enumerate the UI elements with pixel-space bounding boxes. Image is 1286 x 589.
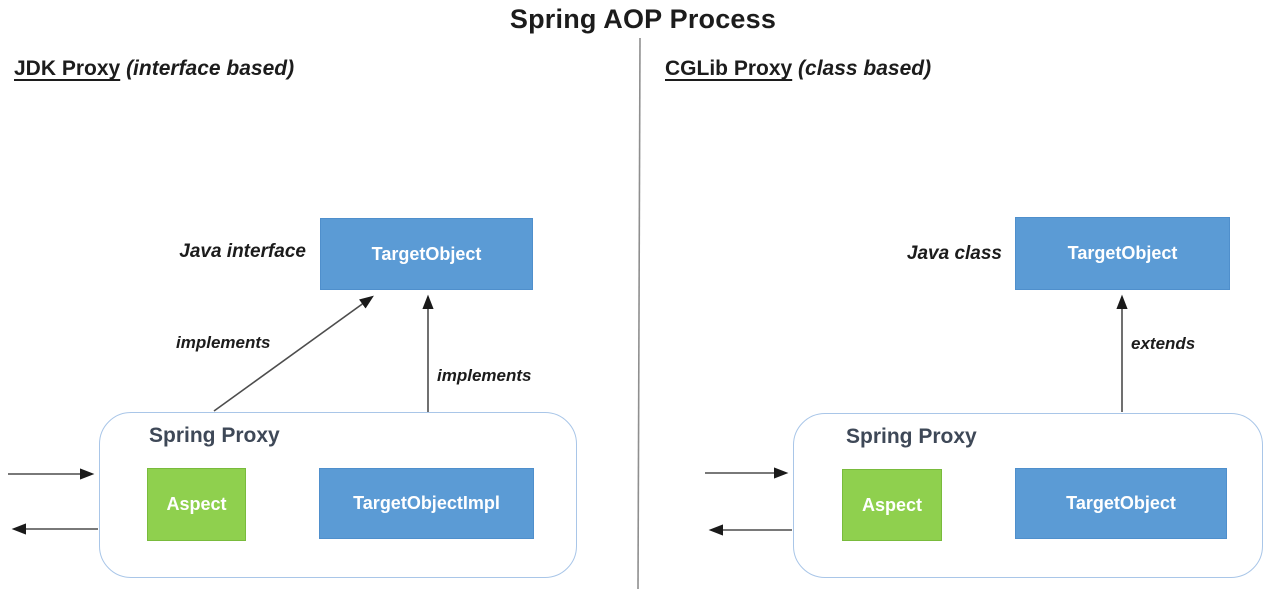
java-class-label: Java class (906, 243, 1002, 264)
diagram-title: Spring AOP Process (509, 4, 777, 34)
jdk-proxy-heading: JDK Proxy (interface based) (14, 57, 294, 81)
java-interface-label: Java interface (179, 241, 306, 262)
left-implements-diagonal-label: implements (176, 333, 271, 352)
left-implements-diagonal-arrow (213, 295, 374, 412)
left-implements-vertical-label: implements (437, 366, 532, 385)
left-target-object-impl-box: TargetObjectImpl (319, 468, 534, 539)
right-target-object-inner-box: TargetObject (1015, 468, 1227, 539)
left-target-object-box: TargetObject (320, 218, 533, 290)
right-target-object-box: TargetObject (1015, 217, 1230, 290)
center-divider (637, 37, 641, 589)
right-aspect-box: Aspect (842, 469, 942, 541)
right-aspect-label: Aspect (861, 494, 923, 515)
jdk-proxy-heading-main: JDK Proxy (14, 57, 121, 80)
left-aspect-label: Aspect (166, 494, 227, 514)
left-target-object-label: TargetObject (371, 243, 482, 264)
jdk-proxy-heading-note: (interface based) (126, 57, 295, 80)
cglib-proxy-heading-note: (class based) (798, 57, 932, 80)
left-target-object-impl-label: TargetObjectImpl (353, 493, 500, 513)
right-spring-proxy-title: Spring Proxy (846, 425, 977, 448)
right-target-object-label: TargetObject (1067, 243, 1178, 263)
cglib-proxy-heading-main: CGLib Proxy (665, 57, 793, 80)
left-spring-proxy-title: Spring Proxy (149, 424, 280, 447)
left-aspect-box: Aspect (147, 468, 246, 541)
right-target-object-inner-label: TargetObject (1066, 493, 1176, 513)
cglib-proxy-heading: CGLib Proxy (class based) (665, 57, 931, 81)
right-extends-label: extends (1131, 334, 1196, 353)
